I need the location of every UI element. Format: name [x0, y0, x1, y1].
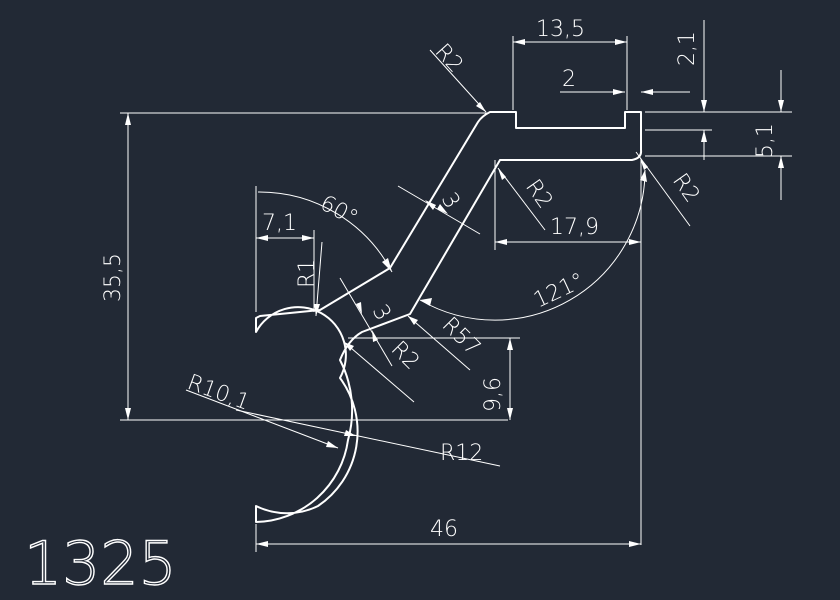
- dim-r10-1: R10,1: [184, 370, 339, 449]
- dim-r2-top: R2: [430, 39, 487, 113]
- dim-35-5: 35,5: [101, 112, 508, 421]
- dim-r2-low: R2: [343, 337, 424, 403]
- dim-7-1-label: 7,1: [262, 211, 297, 236]
- dim-r1-label: R1: [295, 259, 320, 288]
- dim-r12: R12: [235, 409, 501, 467]
- dim-7-1: 7,1: [255, 186, 315, 312]
- dim-5-1: 5,1: [645, 70, 792, 200]
- dim-r2-right: R2: [635, 151, 704, 227]
- dim-r2-low-label: R2: [386, 337, 424, 375]
- part-number: 1325: [24, 529, 177, 599]
- dim-121deg-label: 121°: [530, 268, 589, 313]
- dim-2: 2: [560, 67, 690, 95]
- dim-35-5-label: 35,5: [101, 253, 126, 302]
- dim-r57-label: R57: [437, 313, 485, 361]
- dim-3-top: 3: [397, 185, 481, 235]
- dim-17-9: 17,9: [494, 160, 642, 545]
- profile-outline: [255, 111, 643, 523]
- dim-r2-mid: R2: [497, 167, 557, 231]
- dim-r1: R1: [295, 241, 323, 317]
- dim-46: 46: [255, 517, 641, 552]
- dim-60deg-label: 60°: [316, 191, 362, 231]
- dim-46-label: 46: [430, 517, 458, 542]
- dim-2-label: 2: [562, 67, 576, 92]
- dim-r12-label: R12: [440, 441, 483, 466]
- dim-2-1: 2,1: [645, 20, 712, 160]
- dim-9-6-label: 9,6: [481, 377, 506, 412]
- dim-17-9-label: 17,9: [550, 215, 599, 240]
- dim-2-1-label: 2,1: [675, 31, 700, 66]
- dim-r2-top-label: R2: [430, 39, 468, 78]
- dim-5-1-label: 5,1: [753, 123, 778, 158]
- dim-r2-mid-label: R2: [520, 175, 557, 213]
- dim-9-6: 9,6: [348, 337, 520, 420]
- dim-13-5: 13,5: [512, 17, 628, 110]
- dim-r10-1-label: R10,1: [184, 370, 253, 415]
- dim-13-5-label: 13,5: [536, 17, 585, 42]
